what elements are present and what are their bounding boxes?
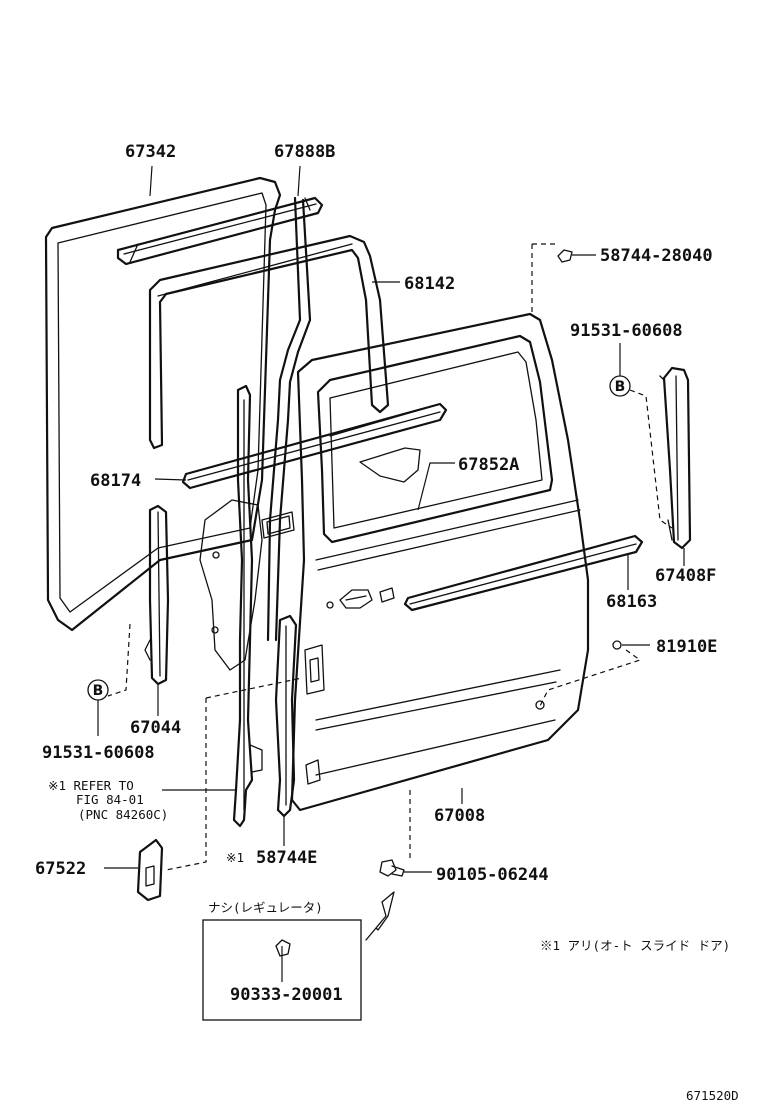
door-shell-67008 [290, 312, 590, 812]
svg-text:B: B [615, 379, 626, 395]
label-81910e: 81910E [656, 637, 717, 657]
moulding-68163 [403, 534, 644, 612]
label-67044: 67044 [130, 718, 181, 738]
label-68142: 68142 [404, 274, 455, 294]
label-67342: 67342 [125, 142, 176, 162]
garnish-67408f [659, 366, 692, 550]
guide-rail [266, 196, 312, 642]
regulator-box [202, 919, 362, 1021]
inner-panel [199, 499, 295, 671]
refer-note-line2: FIG 84-01 [76, 792, 144, 807]
b-marker-left: B [87, 679, 109, 701]
dashed-guides [107, 243, 673, 871]
label-91531-60608-left: 91531-60608 [42, 743, 155, 763]
belt-strip-67888b [116, 196, 324, 266]
label-67408f: 67408F [655, 566, 716, 586]
refer-note-line1: ※1 REFER TO [48, 778, 134, 793]
label-58744-28040: 58744-28040 [600, 246, 713, 266]
channel-67852a [329, 403, 441, 483]
label-67522: 67522 [35, 859, 86, 879]
label-67008: 67008 [434, 806, 485, 826]
weatherstrip-67342 [44, 176, 282, 632]
svg-text:B: B [93, 683, 104, 699]
label-90333-20001: 90333-20001 [230, 985, 343, 1005]
footnote: ※1 アリ(オ-ト スライド ドア) [540, 938, 730, 953]
label-68174: 68174 [90, 471, 141, 491]
box-caption: ナシ(レギュレータ) [208, 900, 323, 915]
label-67888b: 67888B [274, 142, 335, 162]
label-58744e: 58744E [256, 848, 317, 868]
clip-58744-28040 [557, 249, 573, 263]
clip-81910e [612, 640, 622, 650]
regulator-rail [232, 384, 263, 828]
leader-lines [97, 165, 685, 982]
belt-weatherstrip-68174 [181, 402, 448, 490]
plate-67522 [136, 838, 164, 902]
garnish-67044 [144, 504, 170, 686]
regulator-rail-2 [274, 614, 298, 818]
glass-run-68142 [148, 234, 390, 450]
b-marker-right: B [609, 375, 631, 397]
label-67852a: 67852A [458, 455, 519, 475]
bolt-90105-06244 [365, 859, 405, 941]
refer-note-line3: (PNC 84260C) [78, 807, 168, 822]
label-91531-60608-right: 91531-60608 [570, 321, 683, 341]
figure-code: 671520D [686, 1088, 739, 1103]
ref-mark: ※1 [226, 850, 244, 865]
label-90105-06244: 90105-06244 [436, 865, 549, 885]
label-68163: 68163 [606, 592, 657, 612]
clip-90333-20001 [275, 939, 291, 957]
